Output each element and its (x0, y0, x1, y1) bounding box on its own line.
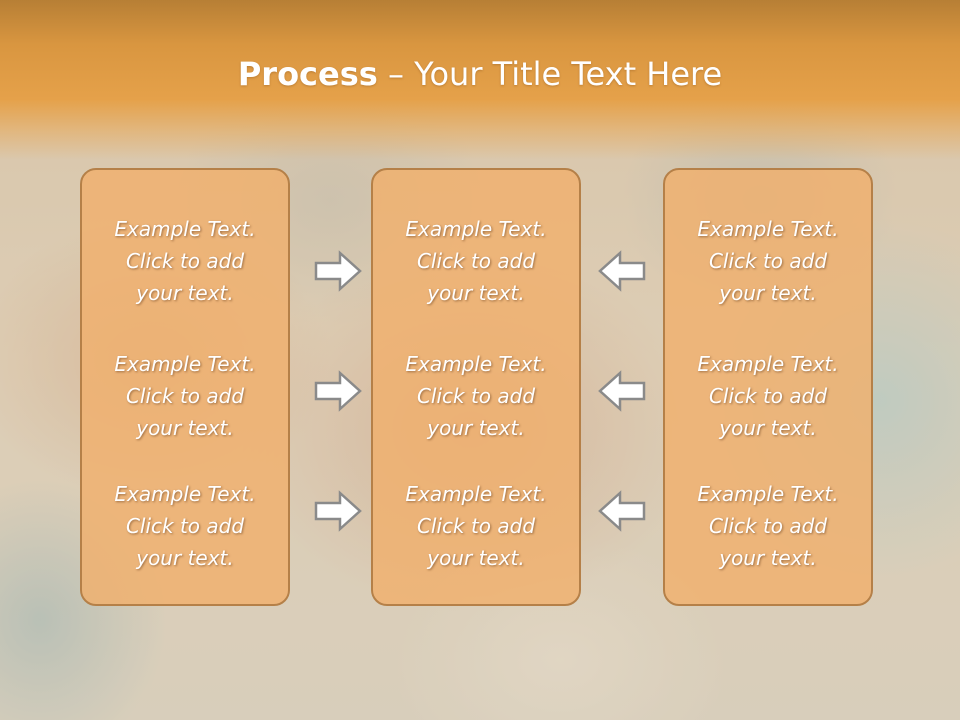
text-line: Click to add (708, 514, 828, 538)
text-line: Click to add (416, 514, 536, 538)
text-line: Example Text. (405, 482, 547, 506)
process-box-middle[interactable]: Example Text. Click to add your text. Ex… (371, 168, 581, 606)
text-line: your text. (427, 416, 525, 440)
arrow-right-icon[interactable] (313, 490, 363, 532)
process-box-right[interactable]: Example Text. Click to add your text. Ex… (663, 168, 873, 606)
text-line: Click to add (125, 514, 245, 538)
arrow-right-icon[interactable] (313, 370, 363, 412)
text-line: Example Text. (697, 217, 839, 241)
text-block[interactable]: Example Text. Click to add your text. (82, 213, 288, 309)
text-block[interactable]: Example Text. Click to add your text. (373, 348, 579, 444)
text-line: Click to add (416, 384, 536, 408)
text-block[interactable]: Example Text. Click to add your text. (665, 478, 871, 574)
text-block[interactable]: Example Text. Click to add your text. (665, 348, 871, 444)
arrow-left-icon[interactable] (597, 490, 647, 532)
text-line: your text. (719, 416, 817, 440)
text-line: Example Text. (405, 217, 547, 241)
text-line: Example Text. (114, 217, 256, 241)
text-line: Click to add (708, 249, 828, 273)
text-line: your text. (427, 281, 525, 305)
slide-title-bold: Process (237, 55, 378, 93)
slide-title[interactable]: Process – Your Title Text Here (0, 54, 960, 94)
arrow-left-icon[interactable] (597, 250, 647, 292)
text-line: your text. (136, 281, 234, 305)
arrow-right-icon[interactable] (313, 250, 363, 292)
text-line: Example Text. (405, 352, 547, 376)
text-line: Click to add (125, 249, 245, 273)
text-line: Example Text. (697, 482, 839, 506)
text-line: your text. (427, 546, 525, 570)
text-block[interactable]: Example Text. Click to add your text. (373, 213, 579, 309)
process-box-left[interactable]: Example Text. Click to add your text. Ex… (80, 168, 290, 606)
text-line: your text. (719, 546, 817, 570)
slide-title-rest: – Your Title Text Here (377, 55, 723, 93)
title-bar: Process – Your Title Text Here (0, 0, 960, 160)
text-line: Click to add (708, 384, 828, 408)
text-block[interactable]: Example Text. Click to add your text. (373, 478, 579, 574)
text-line: your text. (719, 281, 817, 305)
text-line: Example Text. (114, 352, 256, 376)
text-block[interactable]: Example Text. Click to add your text. (665, 213, 871, 309)
text-line: your text. (136, 416, 234, 440)
text-line: your text. (136, 546, 234, 570)
text-block[interactable]: Example Text. Click to add your text. (82, 348, 288, 444)
text-line: Example Text. (697, 352, 839, 376)
arrow-left-icon[interactable] (597, 370, 647, 412)
text-line: Click to add (416, 249, 536, 273)
text-line: Click to add (125, 384, 245, 408)
text-line: Example Text. (114, 482, 256, 506)
text-block[interactable]: Example Text. Click to add your text. (82, 478, 288, 574)
